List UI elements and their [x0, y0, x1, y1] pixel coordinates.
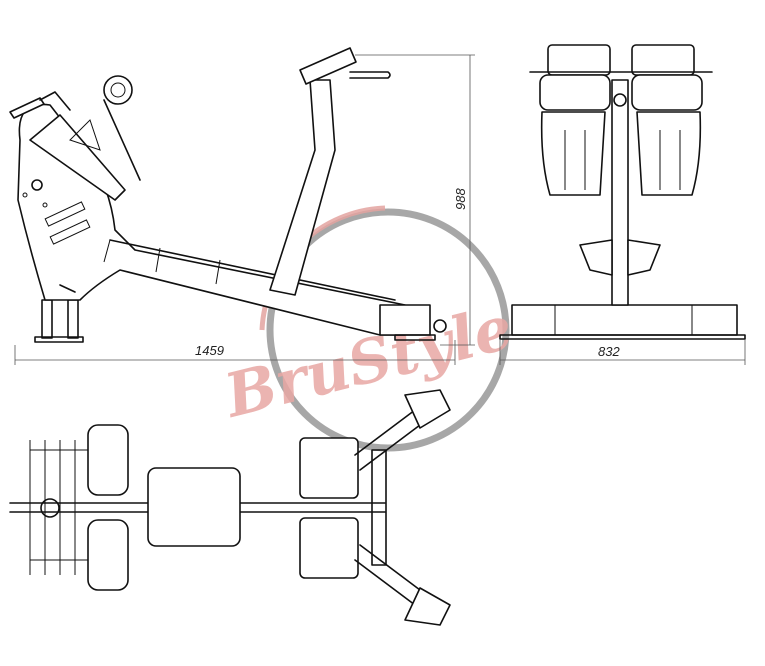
- pin-knob: [31, 179, 43, 191]
- width-dimension-line: [499, 340, 746, 365]
- side-handle: [9, 97, 45, 119]
- handle-bar: [39, 91, 71, 111]
- upright-post: [269, 79, 336, 296]
- lower-foot: [404, 587, 451, 626]
- right-back-pad: [636, 111, 702, 196]
- rear-leg: [41, 299, 53, 339]
- left-back-pad: [540, 111, 606, 196]
- base-frame: [511, 304, 738, 336]
- upper-armrest-pad: [299, 437, 359, 499]
- foot-arms: [354, 409, 421, 606]
- foot-platform: [579, 239, 661, 276]
- lever-frame: [29, 440, 88, 575]
- adjust-dial: [103, 75, 133, 105]
- pivot-bolt: [613, 93, 627, 107]
- slot-2: [49, 219, 91, 245]
- frame-detail: [59, 284, 76, 293]
- upright-handle: [349, 71, 391, 79]
- height-dimension-line: [355, 54, 475, 346]
- length-dimension: 1459: [195, 343, 224, 358]
- left-armrest-pad: [547, 44, 611, 76]
- front-view: [499, 44, 746, 340]
- left-roller: [539, 74, 611, 111]
- upper-foot: [404, 389, 451, 429]
- length-dimension-line: [14, 340, 456, 365]
- center-column: [611, 79, 629, 306]
- lever-gusset: [69, 119, 101, 151]
- lower-armrest-pad: [299, 517, 359, 579]
- front-crossbar: [371, 449, 387, 566]
- right-armrest-pad: [631, 44, 695, 76]
- frame-line: [109, 239, 396, 301]
- rear-foot: [34, 336, 84, 343]
- lower-roller: [87, 519, 129, 591]
- height-dimension: 988: [453, 188, 468, 210]
- top-view: [9, 389, 451, 626]
- dimensions: 1459 988 832: [14, 54, 746, 365]
- frame-ribs: [103, 239, 221, 285]
- lever-arm: [29, 114, 126, 201]
- top-pivot: [40, 498, 60, 518]
- right-roller: [631, 74, 703, 111]
- dial-rod: [103, 99, 141, 181]
- seat-pad: [147, 467, 241, 547]
- width-dimension: 832: [598, 344, 620, 359]
- upper-roller: [87, 424, 129, 496]
- slot-1: [44, 201, 86, 227]
- front-foot-plate: [394, 334, 436, 341]
- transport-wheel: [433, 319, 447, 333]
- armrest-pad: [299, 47, 357, 85]
- side-view: [9, 47, 447, 343]
- rear-leg-2: [67, 299, 79, 339]
- front-foot-block: [379, 304, 431, 336]
- base-plate: [499, 334, 746, 340]
